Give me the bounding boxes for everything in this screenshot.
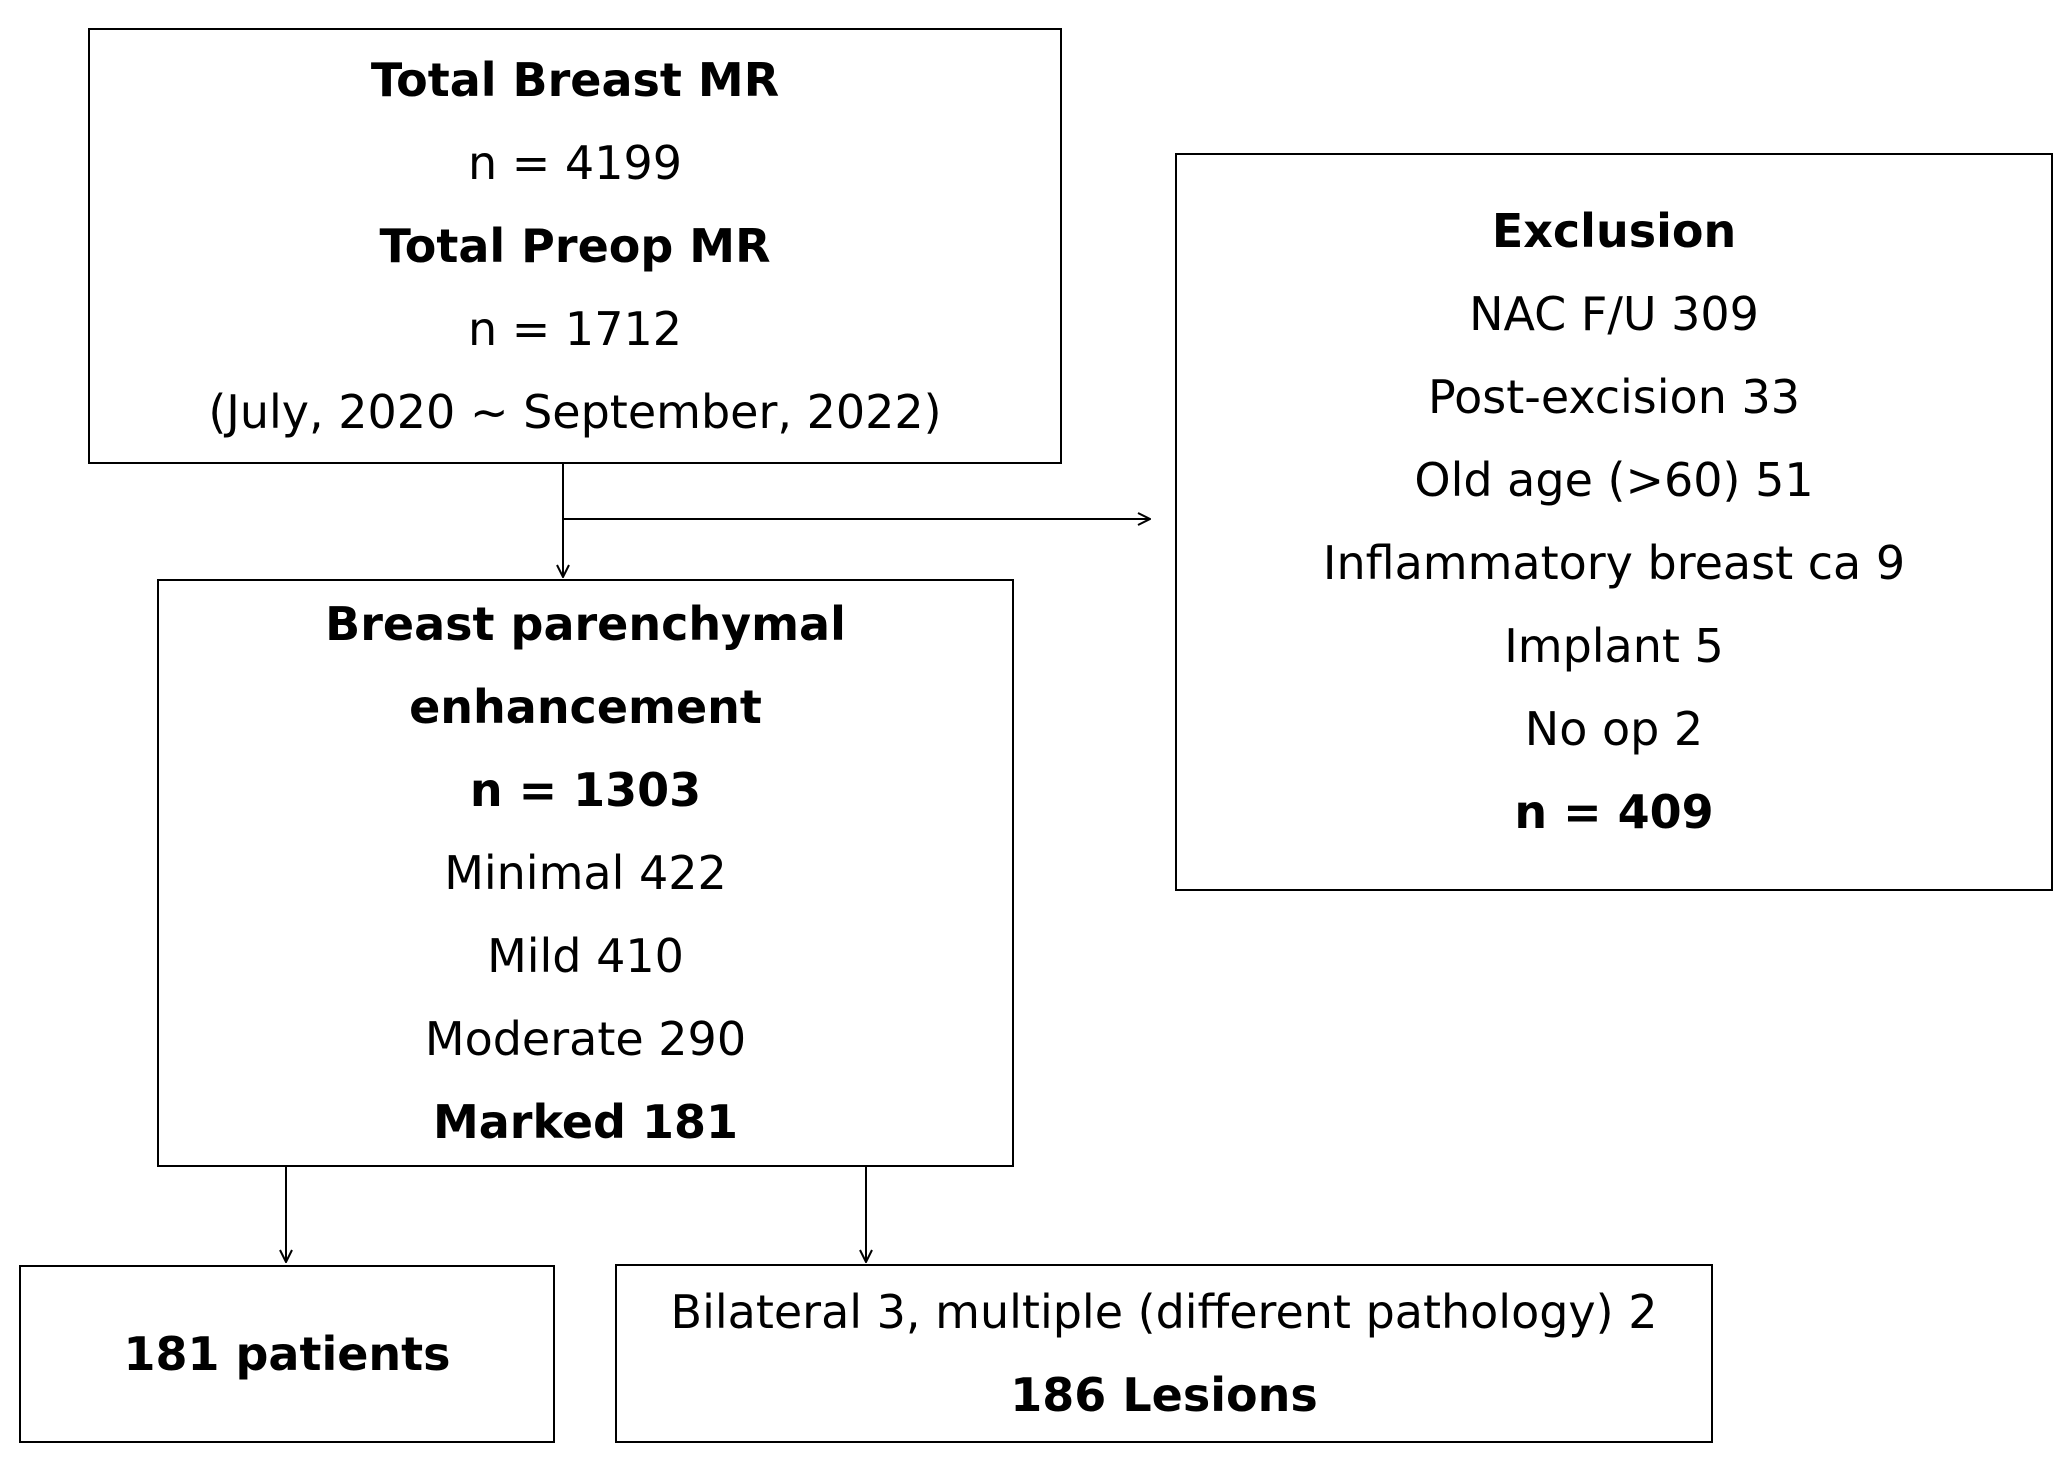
total-mr-box: Total Breast MR n = 4199 Total Preop MR … xyxy=(88,28,1062,464)
patients-count: 181 patients xyxy=(123,1326,451,1381)
exclusion-item: Old age (>60) 51 xyxy=(1414,453,1814,507)
bpe-title-line1: Breast parenchymal xyxy=(325,596,846,651)
lesions-box: Bilateral 3, multiple (different patholo… xyxy=(615,1264,1713,1443)
bpe-item-moderate: Moderate 290 xyxy=(424,1011,747,1066)
bpe-box: Breast parenchymal enhancement n = 1303 … xyxy=(157,579,1014,1167)
bpe-item-marked: Marked 181 xyxy=(432,1094,739,1149)
exclusion-item: Implant 5 xyxy=(1504,619,1724,673)
patients-box: 181 patients xyxy=(19,1265,555,1443)
lesions-detail: Bilateral 3, multiple (different patholo… xyxy=(670,1284,1658,1339)
bpe-item-minimal: Minimal 422 xyxy=(444,845,727,900)
bpe-title-line2: enhancement xyxy=(409,679,762,734)
total-breast-mr-count: n = 4199 xyxy=(467,135,682,190)
exclusion-total: n = 409 xyxy=(1514,785,1714,839)
bpe-count: n = 1303 xyxy=(469,762,702,817)
bpe-item-mild: Mild 410 xyxy=(487,928,684,983)
study-period: (July, 2020 ~ September, 2022) xyxy=(208,384,942,439)
exclusion-item: No op 2 xyxy=(1524,702,1704,756)
total-preop-mr-title: Total Preop MR xyxy=(379,218,771,273)
lesions-total: 186 Lesions xyxy=(1010,1367,1318,1422)
exclusion-item: Post-excision 33 xyxy=(1427,370,1801,424)
total-breast-mr-title: Total Breast MR xyxy=(370,52,780,107)
exclusion-title: Exclusion xyxy=(1491,204,1737,258)
exclusion-box: Exclusion NAC F/U 309 Post-excision 33 O… xyxy=(1175,153,2053,891)
exclusion-item: Inflammatory breast ca 9 xyxy=(1322,536,1906,590)
exclusion-item: NAC F/U 309 xyxy=(1469,287,1759,341)
total-preop-mr-count: n = 1712 xyxy=(467,301,682,356)
